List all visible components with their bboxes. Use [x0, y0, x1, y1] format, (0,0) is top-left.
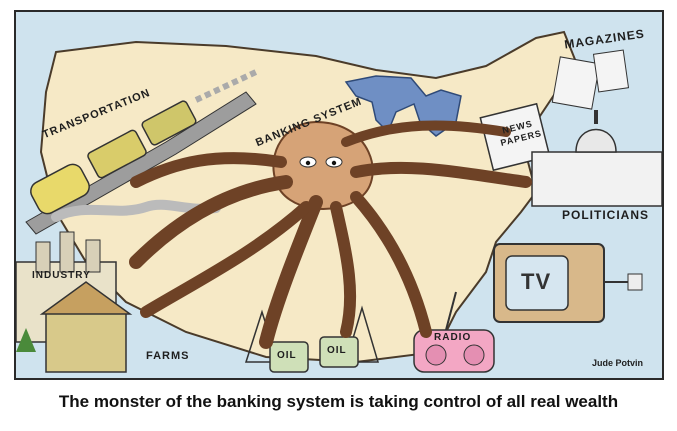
magazine-icon: [551, 49, 630, 110]
artist-signature: Jude Potvin: [592, 358, 644, 368]
label-industry: INDUSTRY: [32, 270, 91, 281]
caption: The monster of the banking system is tak…: [58, 392, 619, 411]
octopus-monster: [129, 120, 532, 349]
octopus-eyes: [299, 156, 343, 168]
farm-icon: [16, 281, 133, 373]
cartoon-frame: MAGAZINES TRANSPORTATION BANKING SYSTEM …: [14, 10, 664, 380]
label-politicians: POLITICIANS: [562, 208, 650, 222]
train-icon: [25, 69, 258, 235]
label-oil-right: OIL: [327, 345, 347, 356]
label-oil-left: OIL: [277, 350, 297, 361]
tv-icon: [493, 243, 643, 323]
capitol-icon: [531, 110, 662, 207]
radio-icon: [413, 291, 495, 373]
label-farms: FARMS: [146, 350, 190, 362]
label-tv: TV: [521, 269, 552, 294]
oil-drums-icon: [244, 305, 380, 373]
label-radio: RADIO: [434, 332, 472, 343]
cartoon-illustration: [16, 12, 662, 378]
